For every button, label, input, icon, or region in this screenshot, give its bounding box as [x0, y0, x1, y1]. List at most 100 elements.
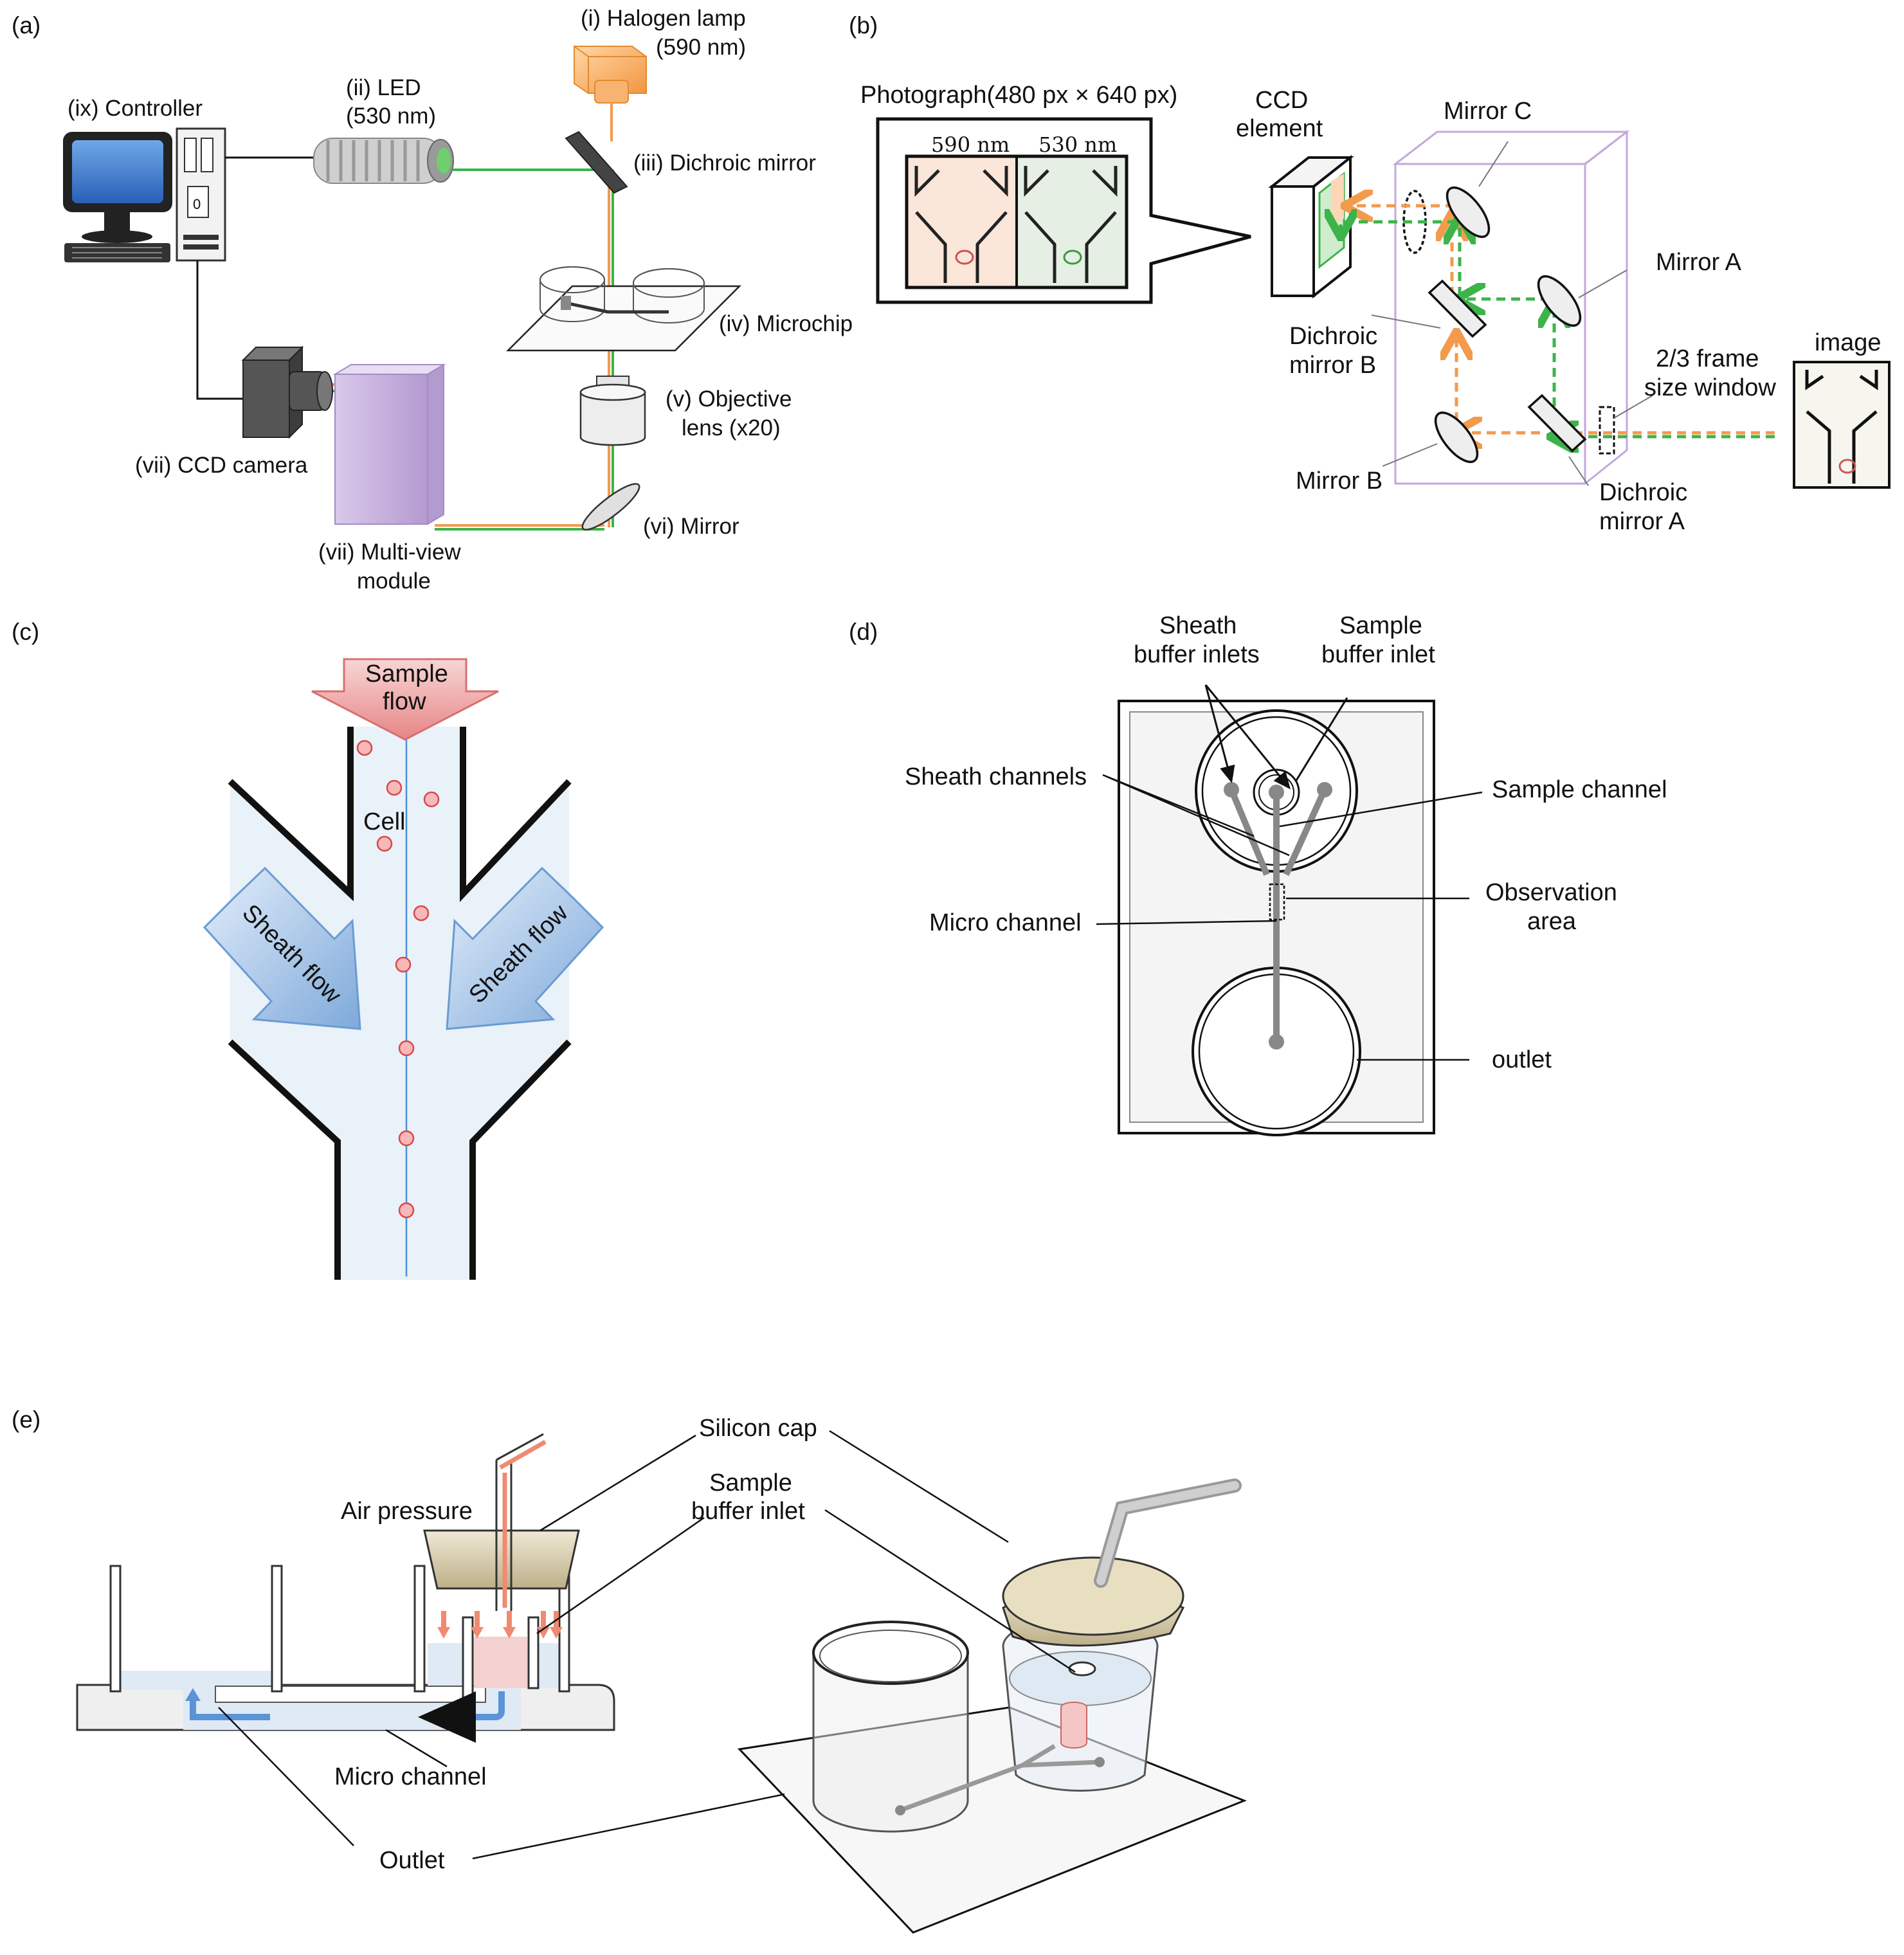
sample-flow-arrow	[311, 658, 499, 741]
sheath-inlet-right	[1317, 782, 1332, 797]
observation-area-box	[1269, 883, 1285, 921]
mirror-a-icon	[1537, 275, 1582, 327]
mirror-label: (vi) Mirror	[643, 514, 739, 539]
microchip-label: (iv) Microchip	[719, 311, 853, 336]
sheath-inlets-label-line2: buffer inlets	[1134, 641, 1260, 668]
sheath-flow-arrow-right	[446, 866, 604, 1030]
multiview-module-icon	[332, 363, 446, 525]
ccd-element-label-line2: element	[1236, 115, 1323, 142]
cell	[413, 905, 430, 922]
channel-walls-bottom	[228, 1039, 572, 1280]
panel-d-label: (d)	[849, 619, 878, 645]
ccd-camera-label: (vii) CCD camera	[135, 453, 308, 478]
photo-530-frame	[1017, 158, 1125, 286]
dichroic-b-label-line2: mirror B	[1289, 352, 1376, 379]
cell	[423, 791, 440, 808]
input-image-frame	[1793, 361, 1890, 489]
cell	[395, 956, 412, 973]
sheath-inlets-label-line1: Sheath	[1159, 612, 1237, 639]
panel-c-label: (c)	[12, 619, 39, 645]
panel-e-label: (e)	[12, 1406, 41, 1433]
sample-inlet-e-label-line1: Sample	[709, 1469, 792, 1496]
micro-channel-label: Micro channel	[929, 909, 1082, 936]
panel-d: (d) Sheath buffer inlets Sample buffer i…	[849, 612, 1667, 1136]
sample-inlet-label-line1: Sample	[1339, 612, 1422, 639]
observation-label-line2: area	[1527, 908, 1577, 935]
outlet-e-label: Outlet	[379, 1847, 445, 1874]
panel-a: (a) 0 (ix) Controller (ii)	[12, 6, 853, 594]
dichroic-b-label-line1: Dichroic	[1289, 323, 1377, 350]
dichroic-mirror-b-icon	[1428, 279, 1487, 338]
panel-b-label: (b)	[849, 12, 878, 39]
sheath-channels-label: Sheath channels	[905, 763, 1087, 790]
sample-inlet-dot	[1269, 785, 1284, 800]
mirror-c-icon	[1446, 186, 1491, 239]
sample-channel-label: Sample channel	[1492, 776, 1667, 803]
sample-inlet-label-line2: buffer inlet	[1321, 641, 1435, 668]
cell	[398, 1040, 415, 1057]
mirror-icon	[581, 483, 640, 531]
cell	[356, 740, 373, 756]
ccd-element-label-line1: CCD	[1255, 87, 1308, 114]
objective-label-line1: (v) Objective	[666, 386, 792, 412]
halogen-label-line2: (590 nm)	[656, 35, 746, 60]
silicon-cap-label: Silicon cap	[699, 1415, 817, 1442]
panel-e: (e)	[12, 1406, 1247, 1934]
led-icon	[313, 138, 454, 184]
channel-walls-top	[228, 727, 572, 902]
chip-3d	[737, 1478, 1247, 1934]
observation-label-line1: Observation	[1485, 879, 1617, 906]
mirror-b-icon	[1434, 411, 1479, 464]
dichroic-label: (iii) Dichroic mirror	[633, 150, 816, 176]
cell	[398, 1202, 415, 1219]
frame-window-icon	[1599, 406, 1615, 455]
cable-controller-camera	[196, 260, 243, 400]
mirror-a-label: Mirror A	[1656, 249, 1742, 276]
sample-flow-label-line2: flow	[383, 688, 426, 715]
multiview-label-line2: module	[357, 568, 431, 594]
micro-channel-e-label: Micro channel	[334, 1763, 487, 1790]
cell-label: Cell	[363, 808, 405, 835]
multiview-box	[1392, 129, 1630, 485]
outlet-dot	[1269, 1034, 1284, 1050]
mirror-c-label: Mirror C	[1444, 98, 1532, 125]
ccd-element-icon	[1268, 154, 1354, 299]
dichroic-mirror-a-icon	[1527, 394, 1587, 453]
cell	[398, 1130, 415, 1147]
input-image-label: image	[1815, 329, 1881, 356]
objective-lens-icon	[579, 376, 646, 446]
microchip-icon	[505, 266, 742, 352]
sample-inlet-e-label-line2: buffer inlet	[691, 1498, 805, 1525]
mirror-b-label: Mirror B	[1296, 468, 1383, 495]
photo-590-frame	[908, 158, 1016, 286]
photo-wavelength-590: 590 nm	[931, 132, 1010, 157]
panel-a-label: (a)	[12, 12, 41, 39]
ccd-camera-icon	[241, 345, 333, 439]
computer-icon: 0	[63, 127, 226, 262]
cells	[356, 740, 440, 1219]
air-pressure-label: Air pressure	[341, 1498, 473, 1525]
halogen-lamp-icon	[574, 46, 647, 104]
cell	[386, 779, 403, 796]
panel-b: (b) Photograph(480 px × 640 px) 590 nm 5…	[849, 12, 1890, 535]
controller-label: (ix) Controller	[68, 96, 203, 121]
panel-c: (c) Sample flow Sheath flow Sheath flow …	[12, 619, 604, 1280]
photograph-title: Photograph(480 px × 640 px)	[860, 82, 1177, 109]
halogen-label-line1: (i) Halogen lamp	[581, 6, 746, 31]
outlet-label: outlet	[1492, 1046, 1552, 1073]
led-label-line1: (ii) LED	[346, 75, 421, 100]
sample-flow-label-line1: Sample	[365, 660, 448, 687]
dichroic-a-label-line2: mirror A	[1599, 508, 1685, 535]
multiview-label-line1: (vii) Multi-view	[318, 540, 461, 565]
frame-window-label-line1: 2/3 frame	[1656, 345, 1759, 372]
frame-window-label-line2: size window	[1644, 374, 1776, 401]
objective-label-line2: lens (x20)	[682, 415, 781, 441]
computer-screen-digit: 0	[193, 196, 201, 212]
sheath-flow-arrow-left	[203, 866, 361, 1030]
led-label-line2: (530 nm)	[346, 104, 436, 129]
cell	[376, 835, 393, 852]
photo-wavelength-530: 530 nm	[1038, 132, 1117, 157]
dichroic-mirror-icon	[565, 131, 628, 194]
dichroic-a-label-line1: Dichroic	[1599, 479, 1687, 506]
